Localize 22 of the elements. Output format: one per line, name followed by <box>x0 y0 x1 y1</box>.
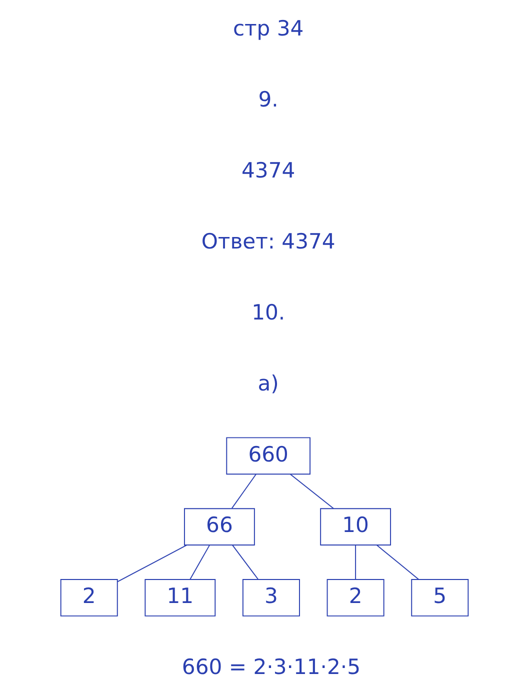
connector <box>355 544 356 580</box>
connector <box>232 544 258 580</box>
label: 4374 <box>242 158 296 183</box>
connector <box>290 474 334 509</box>
label: стр 34 <box>232 16 304 41</box>
node-box: 2 <box>326 579 384 616</box>
node-box: 2 <box>60 579 118 616</box>
node-box: 10 <box>320 508 392 546</box>
connector <box>190 544 210 580</box>
label: 9. <box>258 86 278 112</box>
label: Ответ: 4374 <box>201 228 336 254</box>
connector <box>117 544 188 582</box>
label: 660 = 2·3·11·2·5 <box>182 654 360 680</box>
node-box: 11 <box>144 579 216 616</box>
connector <box>231 474 256 509</box>
connector <box>376 544 420 580</box>
node-box: 3 <box>242 579 300 616</box>
label: а) <box>258 370 279 396</box>
node-box: 660 <box>226 437 310 475</box>
node-box: 66 <box>184 508 255 546</box>
node-box: 5 <box>411 579 469 616</box>
label: 10. <box>252 299 286 324</box>
